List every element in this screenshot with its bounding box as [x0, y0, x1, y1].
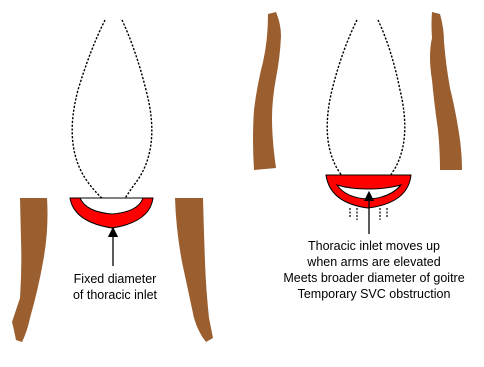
raised-left-arm: [253, 12, 281, 170]
left-label: Fixed diameter of thoracic inlet: [40, 271, 190, 303]
right-panel-figure: [253, 12, 462, 234]
left-goitre-outline: [72, 20, 105, 200]
left-goitre-outline-right: [122, 20, 152, 200]
left-arm: [12, 198, 48, 342]
right-label-line: Meets broader diameter of goitre: [268, 270, 480, 286]
right-goitre-outline: [327, 20, 357, 190]
raised-right-arm: [430, 12, 462, 170]
left-label-line: Fixed diameter: [40, 271, 190, 287]
right-label-line: Temporary SVC obstruction: [268, 286, 480, 302]
right-label-line: Thoracic inlet moves up: [268, 238, 480, 254]
right-arm: [175, 198, 213, 342]
right-goitre-outline-right: [378, 20, 405, 190]
right-label-line: when arms are elevated: [268, 254, 480, 270]
left-label-line: of thoracic inlet: [40, 287, 190, 303]
right-label: Thoracic inlet moves up when arms are el…: [268, 238, 480, 302]
